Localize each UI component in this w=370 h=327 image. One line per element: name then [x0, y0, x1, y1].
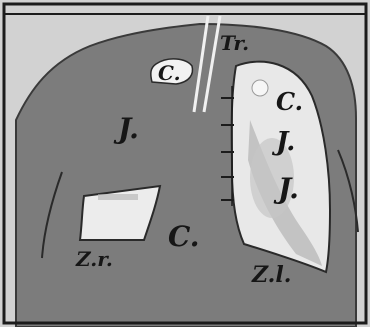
label-zone-lower-right: Z.l.	[251, 262, 291, 288]
label-cavity-right-lung: C.	[276, 87, 303, 116]
label-zone-lower-left: Z.r.	[75, 247, 113, 271]
lung-apex-spot	[252, 80, 268, 96]
lower-left-clear-bar	[98, 194, 138, 200]
label-trachea: Tr.	[220, 31, 249, 55]
label-cavity-lower-center: C.	[168, 220, 200, 253]
label-cavity-upper-left: C.	[158, 61, 181, 85]
